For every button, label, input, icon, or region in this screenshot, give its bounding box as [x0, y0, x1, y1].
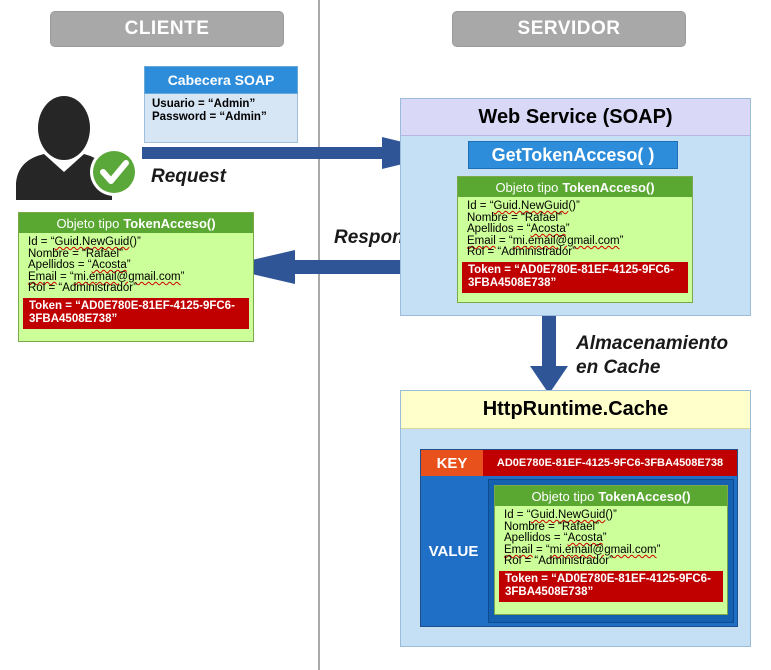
client-token-value: Token = “AD0E780E-81EF-4125-9FC6-3FBA450…: [23, 297, 249, 329]
cache-storage-arrow: [530, 312, 568, 394]
request-label: Request: [151, 166, 226, 187]
key-label: KEY: [421, 450, 483, 476]
response-arrow: [222, 250, 445, 284]
client-header: CLIENTE: [50, 11, 284, 47]
user-icon: [16, 96, 136, 200]
request-arrow: [142, 137, 448, 169]
value-label: VALUE: [428, 542, 479, 560]
soap-user-line: Usuario = “Admin”: [152, 98, 256, 110]
web-service-title: Web Service (SOAP): [401, 99, 750, 136]
check-icon: [100, 160, 129, 184]
server-token-value: Token = “AD0E780E-81EF-4125-9FC6-3FBA450…: [462, 261, 688, 293]
column-divider: [318, 0, 320, 670]
soap-header-box: Cabecera SOAP Usuario = “Admin” Password…: [144, 66, 298, 198]
key-value: AD0E780E-81EF-4125-9FC6-3FBA4508E738: [483, 450, 737, 476]
soap-password-line: Password = “Admin”: [152, 111, 267, 123]
server-header: SERVIDOR: [452, 11, 686, 47]
soap-header-title: Cabecera SOAP: [144, 66, 298, 94]
cache-token-value: Token = “AD0E780E-81EF-4125-9FC6-3FBA450…: [499, 570, 723, 602]
get-token-method: GetTokenAcceso( ): [468, 141, 678, 169]
cache-title: HttpRuntime.Cache: [401, 391, 750, 429]
cache-storage-label: Almacenamiento en Cache: [576, 333, 729, 378]
